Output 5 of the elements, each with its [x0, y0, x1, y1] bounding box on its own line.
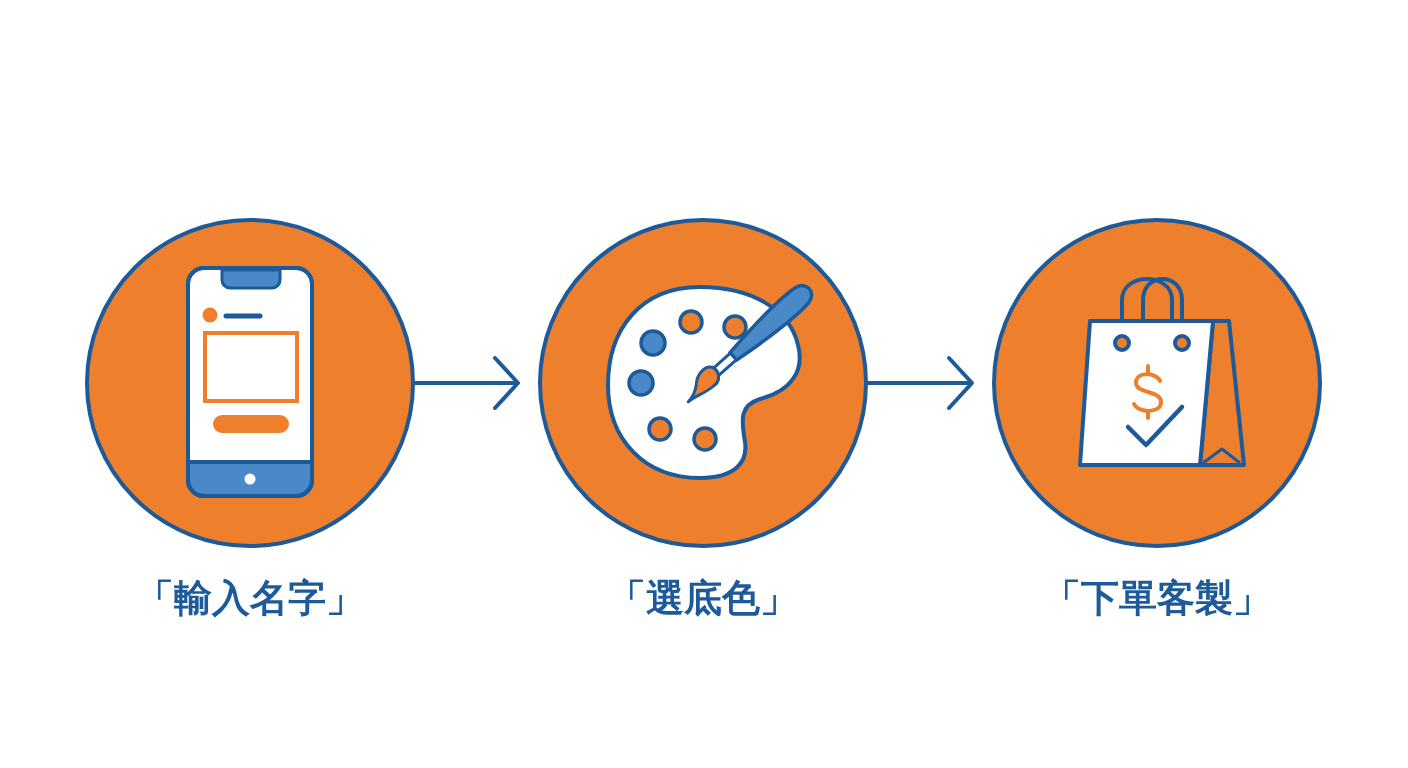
step-label: 「下單客製」 [1043, 575, 1271, 621]
arrow [868, 356, 974, 410]
arrow [415, 356, 520, 410]
step-label: 「輸入名字」 [136, 575, 364, 621]
step-label: 「選底色」 [608, 575, 798, 621]
